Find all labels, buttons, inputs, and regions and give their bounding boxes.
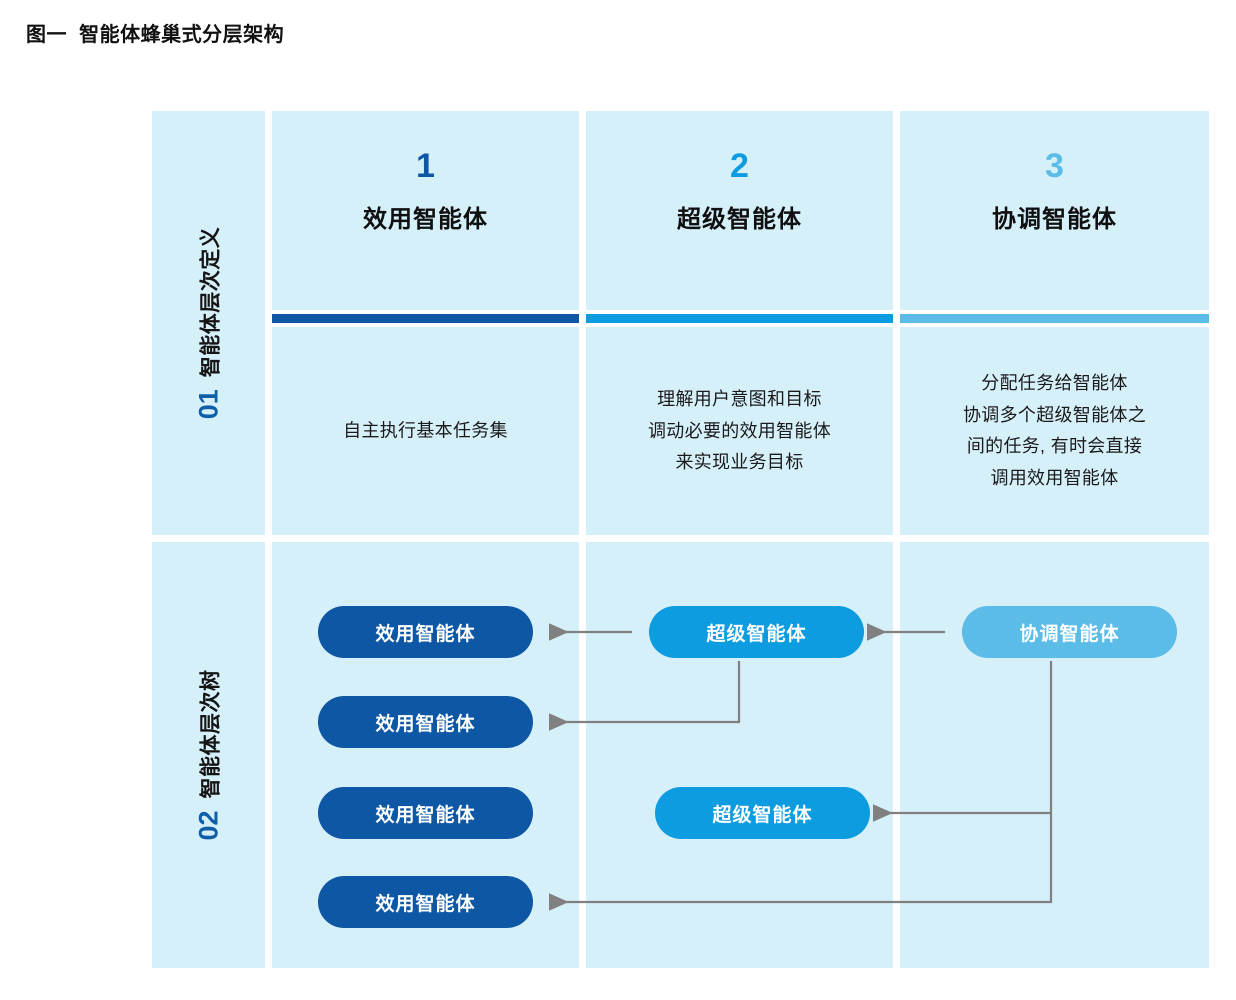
description-line: 来实现业务目标	[675, 451, 804, 472]
column-3-description: 分配任务给智能体协调多个超级智能体之间的任务, 有时会直接调用效用智能体	[914, 368, 1195, 494]
page-title: 图一 智能体蜂巢式分层架构	[26, 24, 285, 46]
node-super-2-label: 超级智能体	[712, 804, 813, 826]
node-super-1-label: 超级智能体	[706, 623, 807, 645]
node-utility-2[interactable]: 效用智能体	[318, 696, 533, 748]
sidebar-row-01-number: 01	[193, 389, 223, 420]
description-line: 理解用户意图和目标	[657, 388, 822, 409]
column-header-2: 2 超级智能体	[586, 111, 893, 310]
node-super-2[interactable]: 超级智能体	[655, 787, 870, 839]
node-utility-3-label: 效用智能体	[375, 804, 476, 826]
architecture-matrix: 01 智能体层次定义 02 智能体层次树 1 效用智能体 2 超级智能体 3 协…	[152, 111, 1209, 968]
column-header-1: 1 效用智能体	[272, 111, 579, 310]
sidebar-row-01: 01 智能体层次定义	[152, 111, 265, 535]
column-3-description-cell: 分配任务给智能体协调多个超级智能体之间的任务, 有时会直接调用效用智能体	[900, 327, 1209, 535]
description-line: 协调多个超级智能体之	[963, 404, 1146, 425]
sidebar-row-02-number: 02	[193, 810, 223, 841]
node-utility-2-label: 效用智能体	[375, 713, 476, 735]
node-utility-4-label: 效用智能体	[375, 893, 476, 915]
column-1-accent-bar	[272, 314, 579, 323]
column-3-accent-bar	[900, 314, 1209, 323]
node-coordinator-1-label: 协调智能体	[1019, 623, 1120, 645]
sidebar-row-02-label: 智能体层次树	[198, 669, 222, 799]
column-1-number: 1	[416, 147, 435, 185]
column-2-name: 超级智能体	[677, 205, 802, 233]
description-line: 间的任务, 有时会直接	[966, 436, 1143, 456]
description-line: 自主执行基本任务集	[343, 420, 508, 441]
column-3-name: 协调智能体	[992, 205, 1117, 233]
column-2-number: 2	[730, 147, 749, 185]
column-1-description: 自主执行基本任务集	[286, 415, 565, 447]
node-super-1[interactable]: 超级智能体	[649, 606, 864, 658]
column-2-description-cell: 理解用户意图和目标调动必要的效用智能体来实现业务目标	[586, 327, 893, 535]
description-line: 分配任务给智能体	[981, 373, 1128, 393]
node-utility-4[interactable]: 效用智能体	[318, 876, 533, 928]
sidebar-row-02-content: 02 智能体层次树	[193, 669, 224, 840]
description-line: 调动必要的效用智能体	[648, 420, 831, 441]
sidebar-row-01-label: 智能体层次定义	[198, 226, 222, 378]
node-coordinator-1[interactable]: 协调智能体	[962, 606, 1177, 658]
column-3-number: 3	[1045, 147, 1064, 185]
description-line: 调用效用智能体	[990, 467, 1119, 488]
sidebar-row-01-content: 01 智能体层次定义	[193, 227, 224, 420]
column-2-description: 理解用户意图和目标调动必要的效用智能体来实现业务目标	[600, 384, 879, 479]
node-utility-1-label: 效用智能体	[375, 623, 476, 645]
sidebar-row-02: 02 智能体层次树	[152, 542, 265, 968]
column-header-3: 3 协调智能体	[900, 111, 1209, 310]
node-utility-1[interactable]: 效用智能体	[318, 606, 533, 658]
column-1-name: 效用智能体	[363, 205, 488, 233]
column-2-accent-bar	[586, 314, 893, 323]
column-1-description-cell: 自主执行基本任务集	[272, 327, 579, 535]
node-utility-3[interactable]: 效用智能体	[318, 787, 533, 839]
